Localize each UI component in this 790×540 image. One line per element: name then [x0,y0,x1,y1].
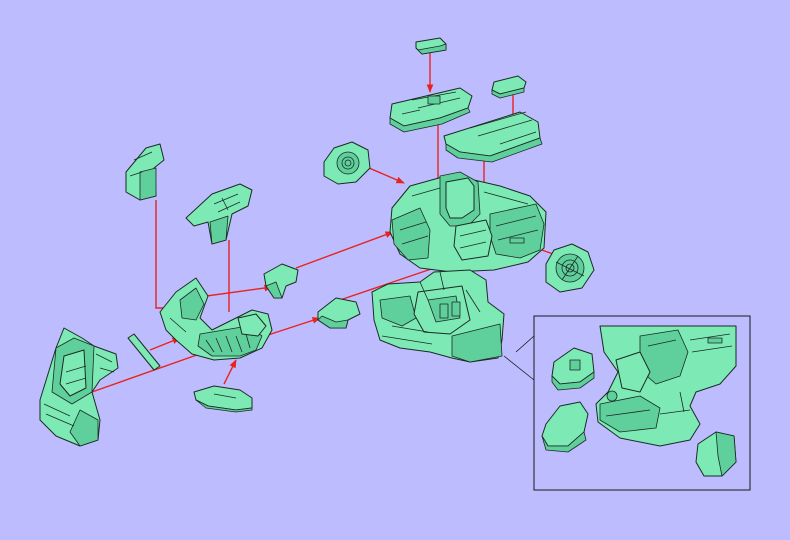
inset-right-block [695,431,737,477]
left-joint-ring [323,141,371,185]
arrow-lower-arm-to-elbow [267,317,321,336]
shoulder-cap-right [491,75,527,99]
forearm-plate-bottom [193,385,253,413]
detail-inset [503,315,751,491]
arrow-peg-to-torso [295,231,394,269]
small-connector-peg [263,263,299,299]
lower-arm-frame [159,277,273,361]
hand-assembly [39,327,119,447]
head-top-cap [415,37,447,55]
right-joint-ring [545,243,595,293]
inset-waist-detail [595,325,737,447]
inset-left-clip [551,347,595,391]
thin-rod [127,333,161,371]
forearm-guard [185,183,253,245]
inset-lower-block [541,401,589,453]
shoulder-armor-plate [443,111,543,163]
head-cover-plate [389,87,473,133]
upper-arm-block [125,143,165,201]
arrow-rod [149,337,181,351]
elbow-armor-piece [317,297,361,329]
arrow-elbow-to-torso [339,265,441,301]
arrow-bottom-plate [223,359,237,385]
hip-waist-assembly [371,269,505,363]
torso-body-assembly [389,171,547,273]
